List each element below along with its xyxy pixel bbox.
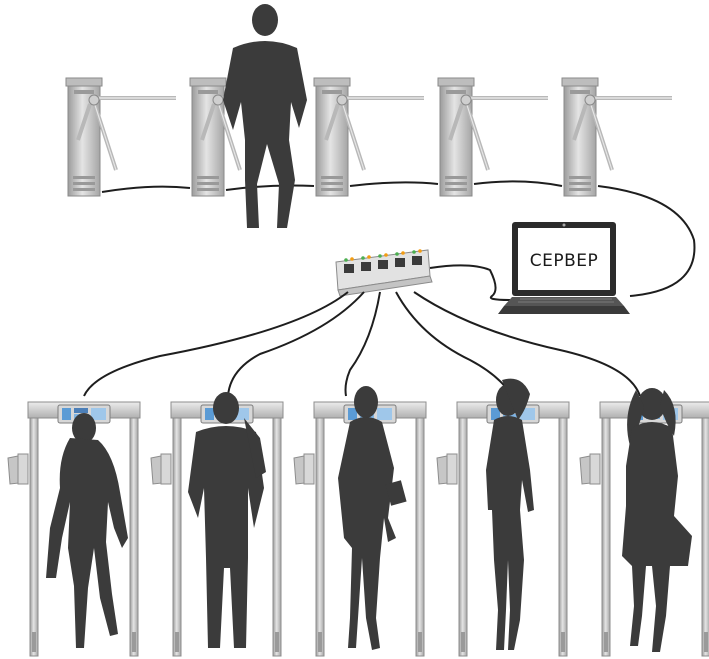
switch-port-2: [361, 255, 371, 271]
detector-cables: [83, 291, 641, 397]
people-at-detectors: [46, 378, 692, 652]
turnstile-cable: [101, 180, 696, 297]
switch-port-4: [395, 251, 405, 267]
person-detector-2: [188, 392, 266, 648]
switch-port-3: [378, 253, 388, 269]
cable-detector-1: [83, 291, 349, 397]
person-detector-3: [338, 386, 407, 650]
person-at-turnstile: [223, 4, 307, 228]
cable-detector-3: [344, 291, 381, 397]
cable-detector-4: [395, 291, 513, 397]
turnstile-5: [560, 76, 674, 198]
switch-server-cable: [429, 264, 511, 301]
turnstile-3: [312, 76, 426, 198]
server-laptop: СЕРВЕР: [498, 222, 630, 314]
turnstile-4: [436, 76, 550, 198]
network-switch: [335, 249, 433, 297]
switch-port-5: [412, 249, 422, 265]
cable-detector-5: [413, 291, 641, 397]
person-detector-5: [622, 388, 692, 652]
switch-port-1: [344, 257, 354, 273]
server-label: СЕРВЕР: [530, 251, 599, 271]
turnstile-row: [64, 76, 674, 198]
turnstile-1: [64, 76, 178, 198]
person-detector-1: [46, 413, 128, 648]
cable-detector-2: [227, 291, 365, 397]
